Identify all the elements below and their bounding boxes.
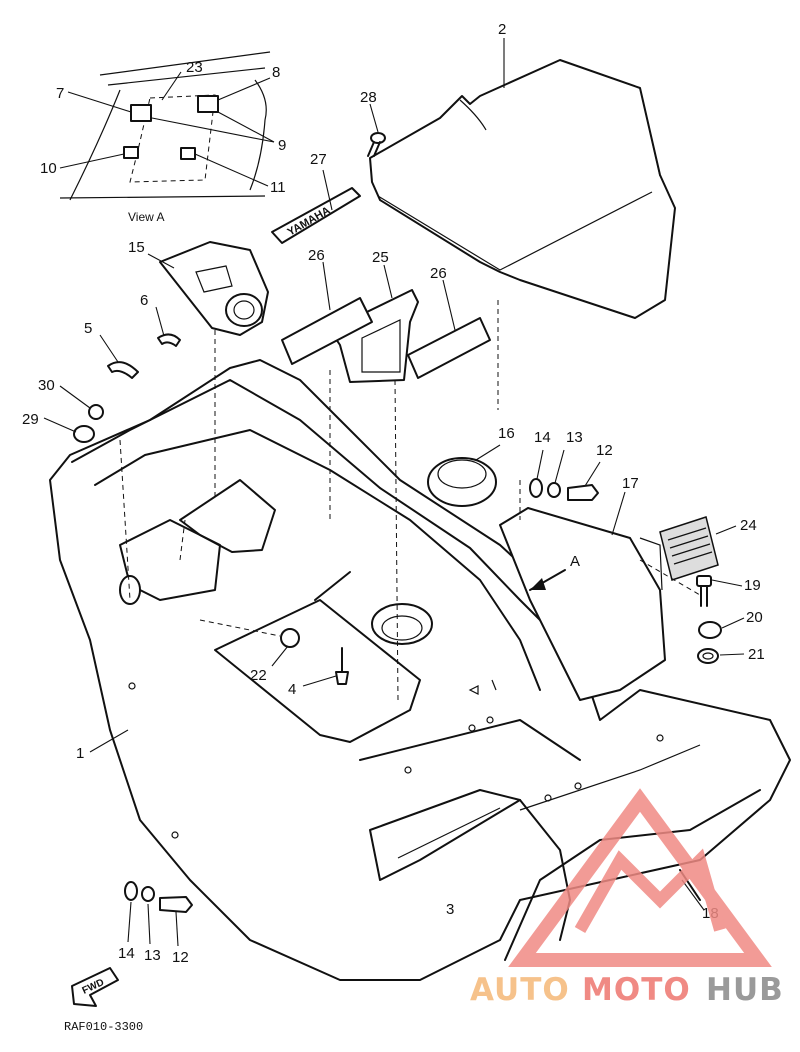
callout-21: 21 bbox=[748, 646, 765, 663]
callout-8: 8 bbox=[272, 64, 280, 81]
clip-part-5 bbox=[107, 361, 139, 379]
callout-28: 28 bbox=[360, 89, 377, 106]
callout-14-upper: 14 bbox=[534, 429, 551, 446]
side-cover-part-17 bbox=[499, 507, 666, 701]
fastener-set-lower bbox=[124, 881, 193, 913]
callout-11: 11 bbox=[270, 179, 286, 196]
callout-13-upper: 13 bbox=[566, 429, 583, 446]
callout-26-right: 26 bbox=[430, 265, 447, 282]
clip-10 bbox=[123, 146, 139, 159]
clip-part-6 bbox=[157, 333, 181, 347]
view-a-inset: View A bbox=[59, 51, 271, 224]
callout-6: 6 bbox=[140, 292, 148, 309]
pin-part-4 bbox=[335, 647, 349, 685]
clip-8 bbox=[197, 95, 219, 113]
callout-12-upper: 12 bbox=[596, 442, 613, 459]
callout-5: 5 bbox=[84, 320, 92, 337]
callout-17: 17 bbox=[622, 475, 639, 492]
callout-22: 22 bbox=[250, 667, 267, 684]
callout-9: 9 bbox=[278, 137, 286, 154]
cover-part-15 bbox=[159, 241, 269, 336]
callout-20: 20 bbox=[746, 609, 763, 626]
callout-24: 24 bbox=[740, 517, 757, 534]
callouts: 2 28 27 23 8 7 9 10 11 15 26 25 26 6 5 3… bbox=[22, 21, 765, 966]
callout-4: 4 bbox=[288, 681, 296, 698]
washer-part-13-upper bbox=[547, 482, 561, 498]
ring-part-16 bbox=[427, 457, 497, 507]
clip-7 bbox=[130, 104, 152, 122]
watermark-hub: HUB bbox=[706, 972, 784, 1008]
seat-part-2 bbox=[369, 59, 676, 319]
view-a-label: View A bbox=[128, 210, 164, 224]
drawing-code: RAF010-3300 bbox=[64, 1020, 143, 1034]
callout-1: 1 bbox=[76, 745, 84, 762]
callout-14-lower: 14 bbox=[118, 945, 135, 962]
watermark-logo-icon bbox=[508, 788, 772, 967]
fastener-set-upper bbox=[529, 478, 599, 501]
callout-12-lower: 12 bbox=[172, 949, 189, 966]
callout-26-left: 26 bbox=[308, 247, 325, 264]
callout-16: 16 bbox=[498, 425, 515, 442]
watermark-auto: AUTO bbox=[470, 972, 570, 1008]
grommet-part-30 bbox=[88, 404, 104, 420]
bolt-part-12-upper bbox=[567, 484, 599, 501]
emblem-part-27: YAMAHA bbox=[271, 187, 361, 244]
pad-part-26-left bbox=[281, 297, 373, 365]
washer-part-14-upper bbox=[529, 478, 543, 498]
callout-30: 30 bbox=[38, 377, 55, 394]
clip-11 bbox=[180, 147, 196, 160]
fwd-arrow: FWD bbox=[71, 967, 119, 1007]
callout-13-lower: 13 bbox=[144, 947, 161, 964]
bolt-part-19 bbox=[696, 575, 712, 607]
arrow-a-label: A bbox=[570, 553, 580, 570]
watermark: AUTO MOTO HUB bbox=[470, 788, 784, 1008]
screw-part-28 bbox=[367, 132, 386, 157]
bracket-part-25 bbox=[329, 289, 419, 383]
washer-part-20 bbox=[698, 621, 722, 639]
callout-23: 23 bbox=[186, 59, 203, 76]
callout-19: 19 bbox=[744, 577, 761, 594]
nut-part-21 bbox=[697, 648, 719, 664]
alignment-lines bbox=[119, 300, 701, 701]
callout-25: 25 bbox=[372, 249, 389, 266]
watermark-moto: MOTO bbox=[582, 972, 691, 1008]
body-part-1 bbox=[49, 359, 791, 981]
washer-part-14-lower bbox=[124, 881, 138, 901]
callout-29: 29 bbox=[22, 411, 39, 428]
bolt-part-12-lower bbox=[159, 896, 193, 913]
callout-27: 27 bbox=[310, 151, 327, 168]
callout-3: 3 bbox=[446, 901, 454, 918]
arrow-a: A bbox=[529, 553, 580, 591]
callout-7: 7 bbox=[56, 85, 64, 102]
label-part-24 bbox=[659, 516, 719, 581]
leader-lines bbox=[43, 38, 745, 947]
grommet-part-29 bbox=[73, 425, 95, 443]
washer-part-13-lower bbox=[141, 886, 155, 902]
callout-15: 15 bbox=[128, 239, 145, 256]
grommet-part-22 bbox=[280, 628, 300, 648]
callout-2: 2 bbox=[498, 21, 506, 38]
pad-part-26-right bbox=[407, 317, 491, 379]
callout-10: 10 bbox=[40, 160, 57, 177]
